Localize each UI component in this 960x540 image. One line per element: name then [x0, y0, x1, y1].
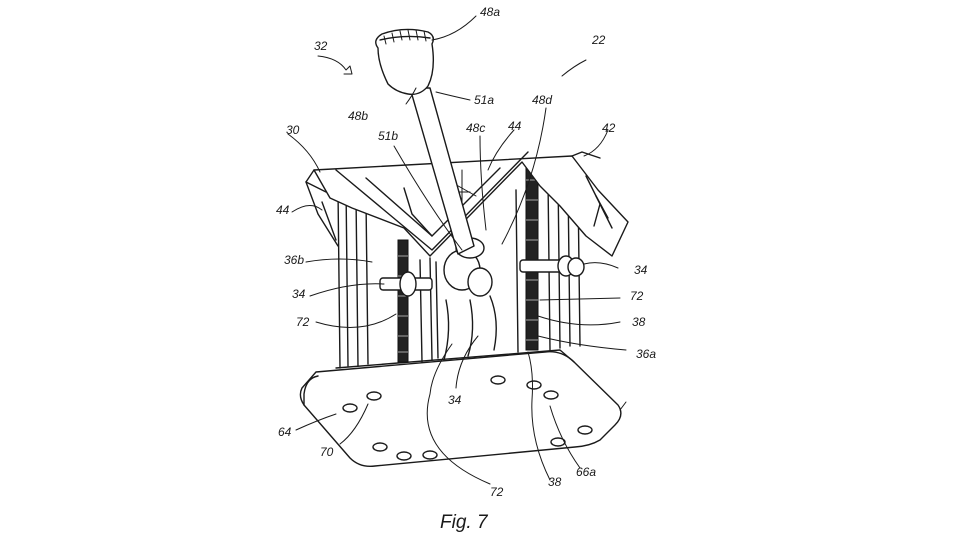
label-44-left: 44 — [276, 203, 290, 217]
label-38-right: 38 — [632, 315, 646, 329]
right-arm — [519, 255, 585, 277]
label-38-bottom: 38 — [548, 475, 562, 489]
label-51b: 51b — [378, 129, 398, 143]
left-arm — [379, 271, 433, 297]
label-34-right: 34 — [634, 263, 648, 277]
label-64: 64 — [278, 425, 292, 439]
pivot-joint — [443, 237, 497, 361]
shift-lever — [375, 28, 475, 255]
label-44-top: 44 — [508, 119, 522, 133]
leader-lines — [287, 15, 627, 485]
figure-caption: Fig. 7 — [440, 512, 489, 533]
label-36a: 36a — [636, 347, 656, 361]
label-36b: 36b — [284, 253, 304, 267]
threaded-rod-36b — [397, 239, 409, 363]
threaded-rod-36a — [525, 163, 539, 351]
label-72-bottom: 72 — [490, 485, 504, 499]
label-66a: 66a — [576, 465, 596, 479]
label-70: 70 — [320, 445, 334, 459]
label-22: 22 — [591, 33, 606, 47]
label-51a: 51a — [474, 93, 494, 107]
label-42: 42 — [602, 121, 616, 135]
label-32: 32 — [314, 39, 328, 53]
label-30: 30 — [286, 123, 300, 137]
label-34-bottom: 34 — [448, 393, 462, 407]
label-48c: 48c — [466, 121, 485, 135]
label-48d: 48d — [532, 93, 552, 107]
label-48b: 48b — [348, 109, 368, 123]
top-plate — [305, 151, 629, 257]
base-plate — [299, 350, 627, 468]
label-48a: 48a — [480, 5, 500, 19]
label-72-right: 72 — [630, 289, 644, 303]
reference-labels: 48a 32 22 48b 51a 48d 51b 48c 44 42 30 4… — [276, 5, 656, 499]
label-72-left: 72 — [296, 315, 310, 329]
label-34-left: 34 — [292, 287, 306, 301]
